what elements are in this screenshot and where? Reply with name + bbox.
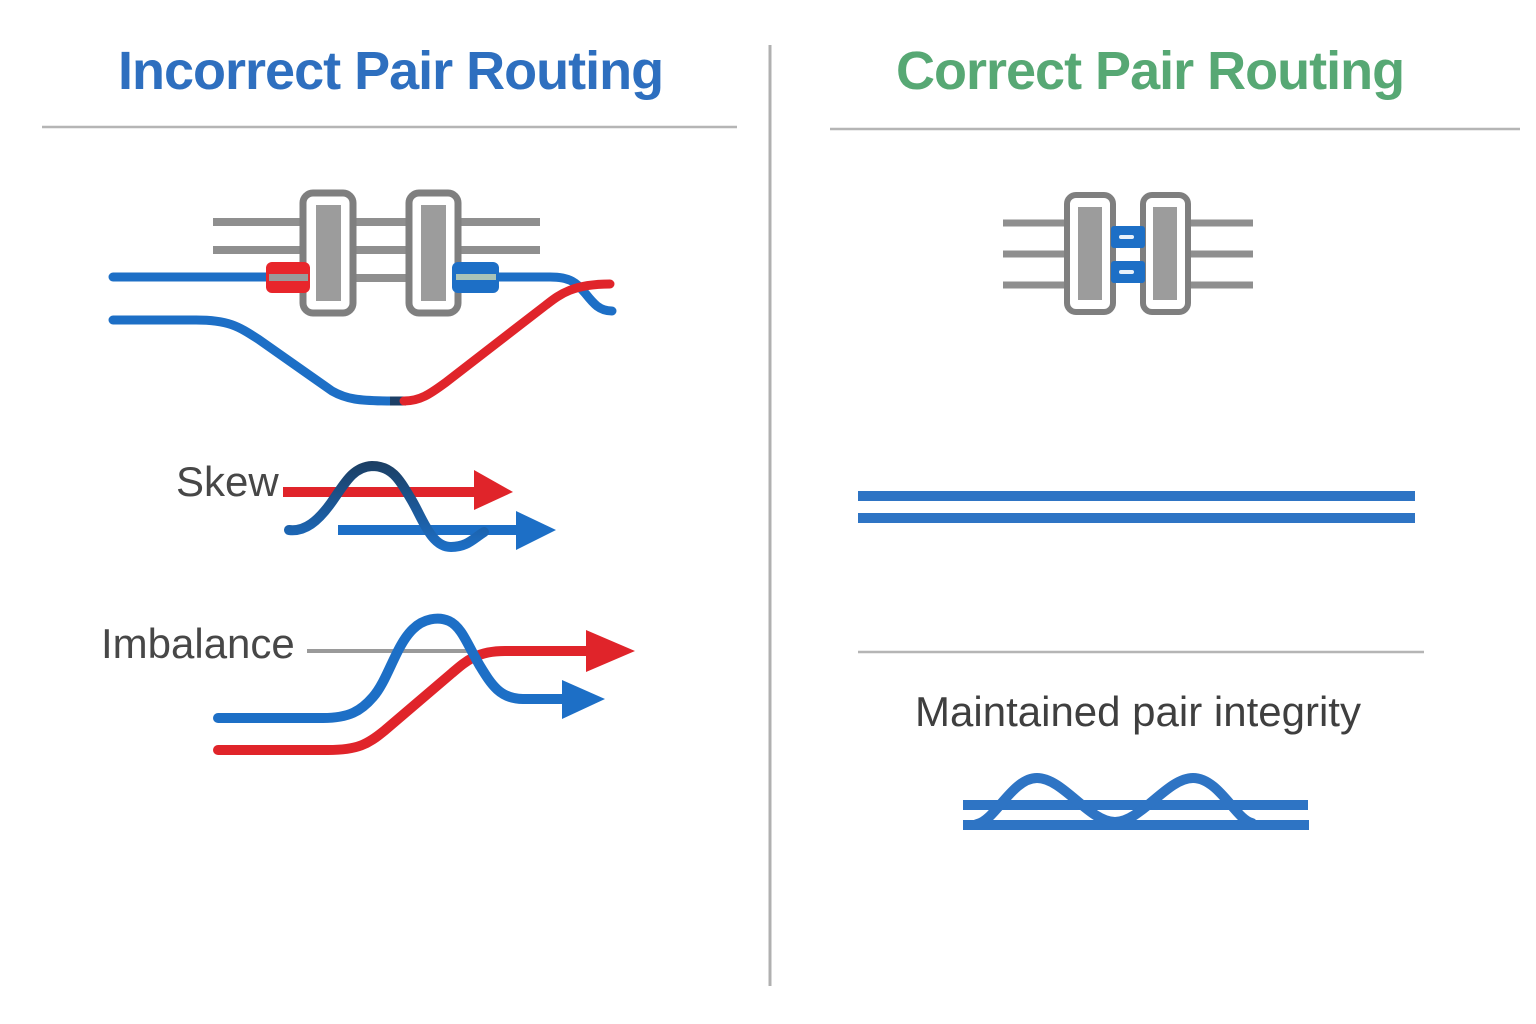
pair-trace-top bbox=[858, 491, 1415, 501]
wave-trace-bottom bbox=[963, 820, 1309, 830]
gray-traces-right bbox=[1188, 219, 1253, 289]
blue-arrow-head bbox=[516, 511, 556, 550]
red-arrow-head bbox=[474, 470, 513, 510]
blue-pair-link-top-highlight bbox=[1119, 235, 1134, 239]
skew-wave bbox=[284, 460, 489, 553]
maintained-pair-wave-illustration bbox=[963, 772, 1309, 830]
right-connector-pin bbox=[1153, 207, 1177, 300]
maintained-pair-integrity-caption: Maintained pair integrity bbox=[915, 688, 1361, 735]
swapped-pair-through-connectors-illustration bbox=[108, 189, 617, 406]
pair-through-connectors-illustration bbox=[1003, 192, 1253, 315]
integrity-wave bbox=[972, 772, 1257, 829]
imbalance-label: Imbalance bbox=[101, 620, 295, 667]
wave-trace-top bbox=[963, 800, 1308, 810]
right-connector-pin bbox=[421, 205, 446, 301]
pair-trace-bottom bbox=[858, 513, 1415, 523]
right-panel-title: Correct Pair Routing bbox=[896, 41, 1405, 101]
blue-wire-valley bbox=[108, 315, 399, 406]
left-connector-pin bbox=[316, 205, 341, 301]
blue-terminal-slot bbox=[456, 274, 496, 280]
parallel-pair-traces-illustration bbox=[858, 491, 1415, 523]
blue-imbalance-arrow-head bbox=[562, 680, 605, 719]
blue-pair-link-bottom-highlight bbox=[1119, 270, 1134, 274]
gray-traces-left bbox=[1003, 219, 1067, 289]
red-imbalance-wire bbox=[213, 646, 593, 755]
red-terminal-slot bbox=[269, 274, 308, 281]
red-wire-rising bbox=[399, 279, 615, 406]
blue-imbalance-wire bbox=[213, 613, 569, 723]
left-panel-title: Incorrect Pair Routing bbox=[118, 41, 664, 101]
skew-arrows-illustration bbox=[283, 460, 556, 553]
red-imbalance-arrow-head bbox=[586, 630, 635, 672]
blue-wire-out bbox=[492, 272, 617, 316]
left-connector-pin bbox=[1078, 207, 1102, 300]
skew-label: Skew bbox=[176, 458, 279, 505]
imbalance-arrows-illustration bbox=[213, 613, 635, 755]
